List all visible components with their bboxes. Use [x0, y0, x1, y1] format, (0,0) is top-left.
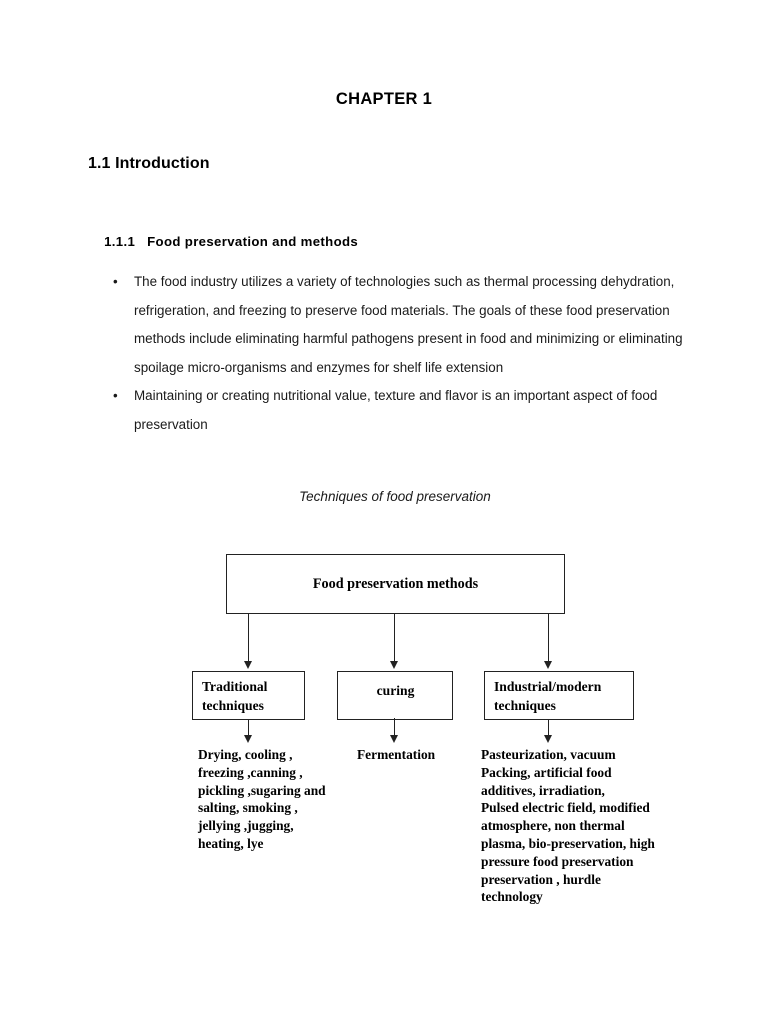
list-item: • Maintaining or creating nutritional va… — [113, 382, 683, 439]
subsection-heading-food-preservation: 1.1.1 Food preservation and methods — [88, 219, 358, 264]
chapter-title: CHAPTER 1 — [335, 90, 433, 108]
diagram-box-industrial-modern-techniques: Industrial/modern techniques — [484, 671, 634, 720]
list-item-text: The food industry utilizes a variety of … — [134, 274, 683, 375]
bullet-dot-icon: • — [113, 388, 118, 404]
subsection-title: Food preservation and methods — [147, 234, 359, 249]
introduction-bullet-list: • The food industry utilizes a variety o… — [113, 268, 683, 440]
connector-root-to-industrial — [548, 614, 550, 663]
figure-caption: Techniques of food preservation — [299, 489, 491, 504]
connector-root-to-curing — [394, 614, 396, 663]
connector-traditional-to-list — [248, 720, 250, 737]
section-heading-introduction: 1.1 Introduction — [88, 155, 210, 172]
connector-industrial-to-list — [548, 720, 550, 737]
list-item-text: Maintaining or creating nutritional valu… — [134, 388, 658, 432]
arrowhead-icon — [390, 735, 398, 743]
arrowhead-icon — [244, 735, 252, 743]
diagram-box-traditional-techniques: Traditional techniques — [192, 671, 305, 720]
diagram-list-traditional-techniques: Drying, cooling , freezing ,canning , pi… — [198, 747, 326, 851]
diagram-root-box: Food preservation methods — [226, 554, 565, 614]
diagram-list-curing: Fermentation — [357, 747, 436, 762]
diagram-list-industrial-modern-techniques: Pasteurization, vacuum Packing, artifici… — [481, 747, 655, 905]
arrowhead-icon — [544, 735, 552, 743]
arrowhead-icon — [544, 661, 552, 669]
arrowhead-icon — [390, 661, 398, 669]
connector-root-to-traditional — [248, 614, 250, 663]
subsection-number: 1.1.1 — [104, 234, 136, 249]
connector-curing-to-list — [394, 718, 396, 737]
arrowhead-icon — [244, 661, 252, 669]
list-item: • The food industry utilizes a variety o… — [113, 268, 683, 382]
bullet-dot-icon: • — [113, 274, 118, 289]
diagram-box-curing: curing — [337, 671, 453, 720]
